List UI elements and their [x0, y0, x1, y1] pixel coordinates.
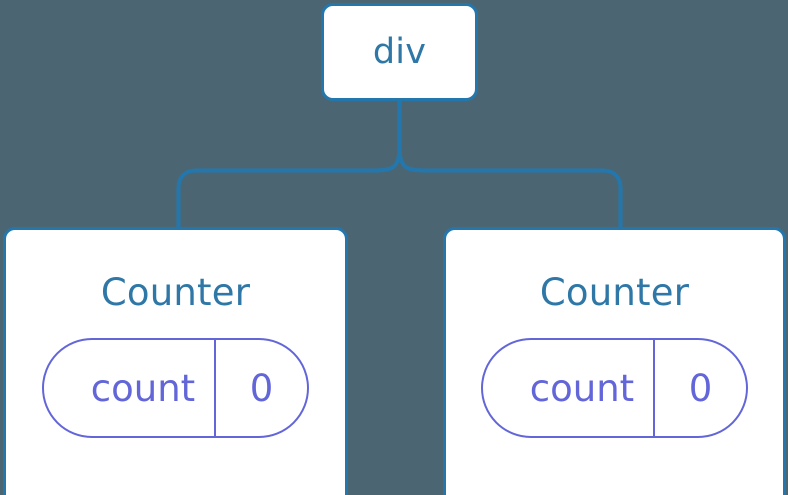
- node-div[interactable]: div: [321, 3, 478, 101]
- state-value-label: 0: [249, 366, 274, 410]
- state-pill-counter-left[interactable]: count 0: [42, 338, 309, 438]
- node-counter-right-label: Counter: [539, 271, 690, 314]
- state-key-label: count: [483, 340, 655, 436]
- node-div-label: div: [372, 31, 427, 72]
- node-counter-right[interactable]: Counter count 0: [443, 227, 786, 495]
- state-value-label: 0: [688, 366, 713, 410]
- state-pill-counter-right[interactable]: count 0: [481, 338, 748, 438]
- connector-to-counter-left: [176, 147, 402, 228]
- node-counter-left[interactable]: Counter count 0: [3, 227, 348, 495]
- node-counter-left-label: Counter: [100, 271, 251, 314]
- state-key-label: count: [44, 340, 216, 436]
- connector-to-counter-right: [397, 147, 623, 228]
